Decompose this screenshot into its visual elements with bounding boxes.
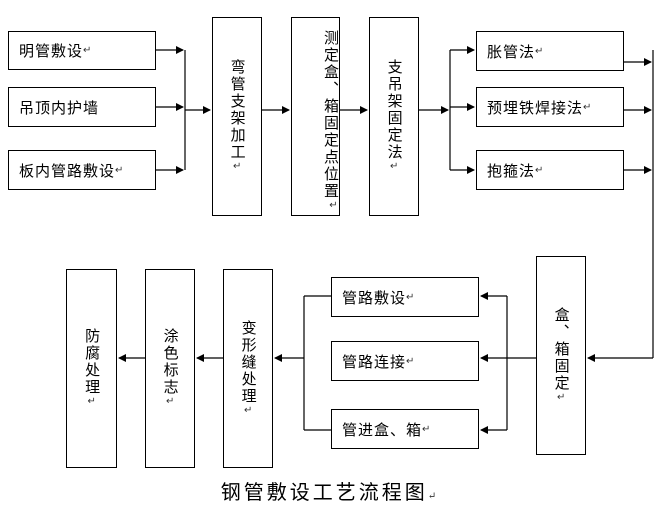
paragraph-mark-icon: ↵: [555, 391, 567, 405]
step-slab-pipe: 板内管路敷设↵: [8, 150, 156, 190]
paragraph-mark-icon: ↵: [231, 161, 243, 174]
step-label: 涂色标志: [161, 328, 180, 396]
method-hoop: 抱箍法↵: [476, 150, 624, 190]
step-label: 防腐处理: [83, 328, 102, 396]
step-label: 管路连接: [342, 352, 407, 371]
caption-text: 钢管敷设工艺流程图: [220, 480, 428, 504]
step-deformation-joint: 变形缝处理↵: [223, 269, 273, 468]
paragraph-mark-icon: ↵: [535, 45, 545, 57]
paragraph-mark-icon: ↵: [83, 45, 93, 56]
step-label: 变形缝处理: [239, 319, 258, 405]
diagram-caption: 钢管敷设工艺流程图↵: [0, 476, 660, 505]
step-support-fix: 支吊架固定法↵: [369, 17, 419, 216]
step-color-marking: 涂色标志↵: [145, 269, 195, 468]
step-ceiling-wall: 吊顶内护墙: [8, 87, 156, 127]
step-anticorrosion: 防腐处理↵: [66, 269, 117, 468]
step-label: 吊顶内护墙: [19, 98, 100, 117]
paragraph-mark-icon: ↵: [535, 164, 545, 176]
step-label: 管进盒、箱: [342, 420, 423, 439]
step-label: 管路敷设: [342, 288, 407, 307]
step-measure-position: 测定盒、箱固定点位置↵: [291, 17, 340, 216]
step-pipe-into-box: 管进盒、箱↵: [331, 409, 479, 449]
paragraph-mark-icon: ↵: [427, 491, 440, 502]
paragraph-mark-icon: ↵: [242, 404, 254, 418]
step-label: 预埋铁焊接法: [487, 98, 584, 117]
method-embedded-weld: 预埋铁焊接法↵: [476, 87, 624, 127]
step-label: 支吊架固定法: [385, 59, 404, 161]
step-pipe-connect: 管路连接↵: [331, 341, 479, 381]
step-pipe-laying: 管路敷设↵: [331, 277, 479, 317]
paragraph-mark-icon: ↵: [164, 396, 176, 409]
step-label: 抱箍法: [487, 161, 536, 180]
paragraph-mark-icon: ↵: [115, 164, 125, 176]
step-label: 弯管支架加工: [228, 59, 247, 161]
paragraph-mark-icon: ↵: [583, 101, 593, 113]
step-label: 胀管法: [487, 42, 536, 61]
step-box-fix: 盒、箱固定↵: [536, 256, 586, 455]
method-expansion: 胀管法↵: [476, 31, 624, 71]
paragraph-mark-icon: ↵: [388, 161, 400, 174]
paragraph-mark-icon: ↵: [406, 355, 416, 367]
step-open-pipe: 明管敷设↵: [8, 31, 156, 70]
step-bend-support: 弯管支架加工↵: [212, 17, 262, 216]
paragraph-mark-icon: ↵: [406, 291, 416, 303]
step-label: 盒、箱固定: [552, 306, 571, 392]
step-label: 板内管路敷设: [19, 161, 116, 180]
paragraph-mark-icon: ↵: [328, 200, 339, 213]
paragraph-mark-icon: ↵: [86, 396, 98, 409]
paragraph-mark-icon: ↵: [422, 423, 432, 435]
step-label: 明管敷设: [19, 42, 84, 60]
step-label: 测定盒、箱固定点位置: [322, 30, 340, 200]
